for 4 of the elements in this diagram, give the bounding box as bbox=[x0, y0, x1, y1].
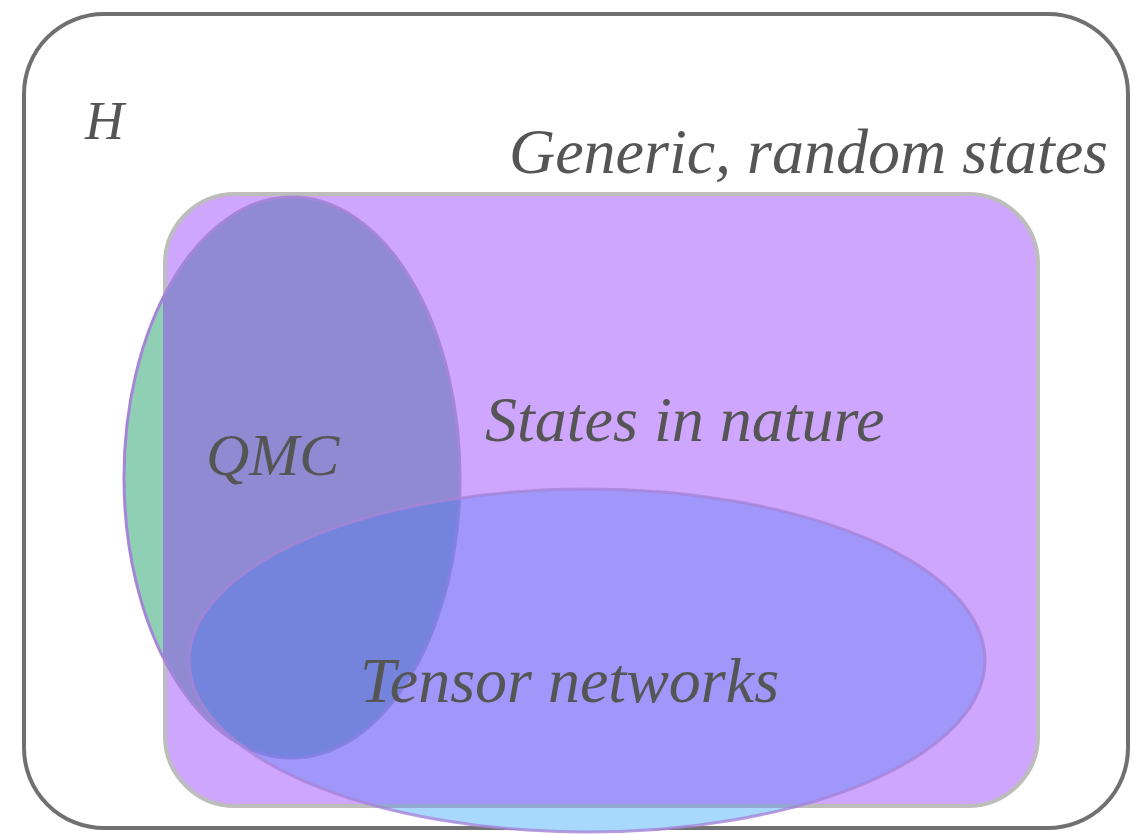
set-label: Generic, random states bbox=[507, 120, 1108, 184]
set-label: States in nature bbox=[485, 388, 885, 452]
set-label: Tensor networks bbox=[360, 649, 780, 713]
set-label: QMC bbox=[206, 425, 340, 485]
